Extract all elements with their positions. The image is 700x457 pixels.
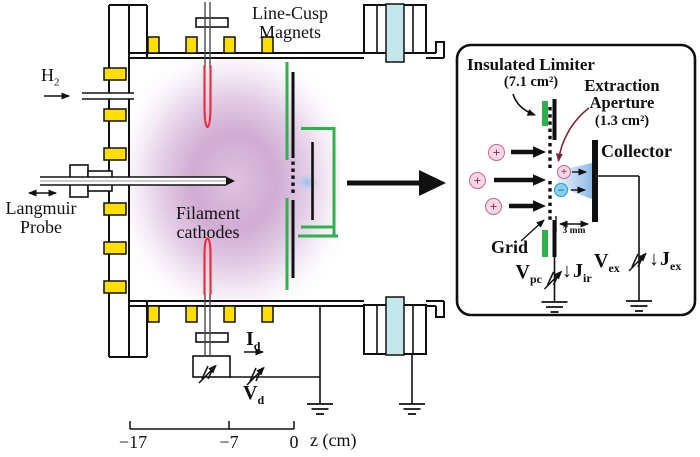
top-port bbox=[363, 3, 427, 63]
label-collector: Collector bbox=[601, 141, 672, 161]
label-vex: Vex bbox=[594, 250, 620, 275]
inset-detail bbox=[455, 43, 697, 317]
electron-symbol: − bbox=[554, 183, 568, 197]
line-cusp-magnets bbox=[103, 36, 274, 323]
axis-tick-minus7: −7 bbox=[219, 432, 239, 452]
magnet bbox=[103, 108, 127, 122]
probe-tip-arrow-icon bbox=[226, 176, 235, 186]
filament-hairpin bbox=[203, 64, 212, 129]
grid-dots bbox=[548, 107, 552, 220]
port-window bbox=[385, 3, 405, 63]
label-langmuir-probe: Langmuir Probe bbox=[5, 198, 77, 237]
magnet bbox=[147, 305, 160, 323]
h2-gas-inlet bbox=[44, 92, 134, 100]
langmuir-probe bbox=[28, 164, 235, 198]
insulated-limiter-bar bbox=[542, 230, 548, 257]
axis-tick-zero: 0 bbox=[289, 432, 299, 452]
label-limiter-area: (7.1 cm²) bbox=[503, 74, 559, 90]
positive-ion-symbol: + bbox=[557, 165, 571, 179]
magnet bbox=[261, 36, 274, 54]
magnet bbox=[261, 305, 274, 323]
grid-callout-arrow-icon bbox=[520, 219, 545, 242]
aperture-beam-glow bbox=[296, 173, 318, 191]
aperture-callout-arrow-icon bbox=[555, 107, 590, 162]
ground-icon bbox=[306, 403, 334, 415]
magnet bbox=[147, 36, 160, 54]
extraction-assembly bbox=[285, 62, 338, 290]
label-grid: Grid bbox=[491, 237, 529, 257]
magnet bbox=[185, 36, 198, 54]
port-window bbox=[385, 296, 405, 356]
ion-flow-arrows bbox=[494, 149, 534, 209]
magnet bbox=[103, 67, 127, 81]
limiter-callout-arrow-icon bbox=[512, 93, 536, 116]
discharge-circuit bbox=[199, 306, 426, 415]
axis-title: z (cm) bbox=[310, 430, 357, 450]
positive-ion-symbol: + bbox=[488, 144, 505, 161]
bias-circuits bbox=[540, 175, 653, 313]
limiter-plate bbox=[552, 220, 557, 257]
bottom-port bbox=[363, 296, 427, 356]
collector-shield bbox=[298, 127, 338, 238]
magnet bbox=[103, 202, 127, 216]
z-axis-scale bbox=[129, 421, 295, 430]
label-gap-3mm: 3 mm bbox=[562, 226, 586, 236]
label-jex: ↓Jex bbox=[649, 248, 682, 273]
filament-cathode-bottom bbox=[192, 237, 231, 378]
positive-ion-symbol: + bbox=[485, 198, 502, 215]
inset-pointer-arrow-icon bbox=[347, 170, 446, 196]
label-insulated-limiter: Insulated Limiter bbox=[467, 55, 595, 74]
magnet bbox=[103, 147, 127, 161]
label-h2: H2 bbox=[41, 65, 60, 89]
label-vpc: Vpc bbox=[515, 261, 542, 286]
insulated-limiter-bar bbox=[542, 101, 548, 126]
filament-cathode-top bbox=[195, 2, 229, 129]
label-aperture-area: (1.3 cm²) bbox=[594, 113, 650, 129]
magnet bbox=[223, 305, 236, 323]
magnet bbox=[103, 280, 127, 294]
filament-supply-box bbox=[192, 355, 231, 378]
label-filament-cathodes: Filament cathodes bbox=[176, 203, 240, 242]
label-jir: ↓Jir bbox=[562, 260, 592, 285]
label-extraction-aperture: Extraction Aperture bbox=[584, 76, 660, 113]
collector-plate bbox=[592, 140, 598, 222]
ground-icon bbox=[398, 403, 426, 415]
magnet bbox=[103, 241, 127, 255]
magnet bbox=[223, 36, 236, 54]
label-line-cusp-magnets: Line-Cusp Magnets bbox=[252, 3, 328, 42]
magnet bbox=[185, 305, 198, 323]
axis-tick-minus17: −17 bbox=[118, 432, 148, 452]
filament-hairpin bbox=[203, 237, 212, 296]
grid-dots bbox=[291, 161, 295, 193]
limiter-plate bbox=[552, 99, 557, 140]
label-discharge-voltage: Vd bbox=[243, 382, 265, 407]
positive-ion-symbol: + bbox=[469, 172, 486, 189]
label-discharge-current: Id bbox=[246, 328, 261, 353]
